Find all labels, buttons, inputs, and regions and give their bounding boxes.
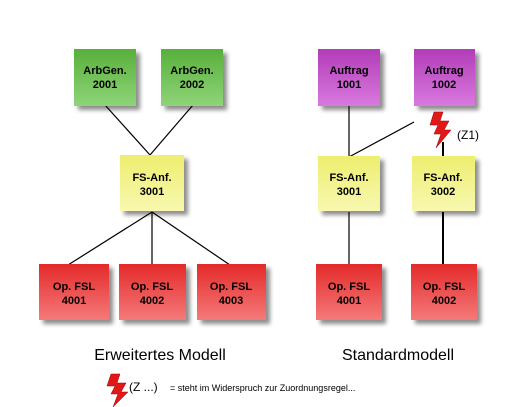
node-opfsl-4001-left: [39, 264, 109, 320]
node-opfsl-4002-left-type: Op. FSL: [131, 281, 173, 293]
node-opfsl-4003-left: [197, 264, 266, 320]
edge-arbgen2002-fsanf3001: [149, 104, 194, 156]
node-fsanf-3002-right: [412, 156, 475, 211]
right-model-connectors: [348, 105, 444, 265]
node-opfsl-4002-left-id: 4002: [140, 295, 164, 307]
lightning-icon: [429, 111, 452, 149]
node-opfsl-4001-left-id: 4001: [62, 295, 86, 307]
edge-arbgen2001-fsanf3001: [104, 104, 151, 156]
node-auftrag-1001-id: 1001: [337, 79, 361, 91]
node-fsanf-3002-right-type: FS-Anf.: [423, 172, 462, 184]
edge-fsanf3001-opfsl4003: [151, 211, 231, 266]
node-auftrag-1002: [414, 49, 475, 106]
node-auftrag-1001: [318, 49, 380, 106]
edge-fsanf3001-opfsl4001: [67, 211, 153, 266]
node-opfsl-4001-left-type: Op. FSL: [53, 281, 95, 293]
node-arbgen-2001-type: ArbGen.: [83, 65, 126, 77]
node-fsanf-3001-left-id: 3001: [140, 186, 164, 198]
left-model-connectors: [67, 104, 231, 266]
node-opfsl-4002-left: [119, 264, 186, 320]
legend-lightning-icon: [106, 373, 129, 407]
node-arbgen-2001: [74, 49, 136, 106]
edge-fsanf3001-auftrag1002: [348, 121, 415, 158]
legend-description: = steht im Widerspruch zur Zuordnungsreg…: [170, 383, 355, 393]
node-arbgen-2002-id: 2002: [180, 79, 204, 91]
node-arbgen-2002-type: ArbGen.: [170, 65, 213, 77]
node-fsanf-3001-right-id: 3001: [337, 186, 361, 198]
node-opfsl-4002-right: [411, 264, 477, 320]
node-opfsl-4003-left-type: Op. FSL: [210, 281, 252, 293]
node-auftrag-1002-id: 1002: [432, 79, 456, 91]
node-fsanf-3002-right-id: 3002: [431, 186, 455, 198]
right-model-caption: Standardmodell: [342, 347, 454, 364]
left-model-caption: Erweitertes Modell: [94, 347, 226, 364]
node-fsanf-3001-right-type: FS-Anf.: [329, 172, 368, 184]
node-opfsl-4002-right-type: Op. FSL: [423, 281, 465, 293]
legend-symbol-label: (Z ...): [129, 380, 158, 394]
node-auftrag-1001-type: Auftrag: [329, 65, 368, 77]
conflict-label-z1: (Z1): [457, 128, 479, 142]
node-arbgen-2001-id: 2001: [93, 79, 117, 91]
node-arbgen-2002: [161, 49, 223, 106]
node-fsanf-3001-right: [318, 156, 380, 211]
node-opfsl-4001-right: [316, 264, 382, 320]
node-opfsl-4003-left-id: 4003: [219, 295, 243, 307]
node-opfsl-4002-right-id: 4002: [432, 295, 456, 307]
node-fsanf-3001-left-type: FS-Anf.: [132, 172, 171, 184]
node-fsanf-3001-left: [120, 155, 184, 211]
node-opfsl-4001-right-type: Op. FSL: [328, 281, 370, 293]
node-opfsl-4001-right-id: 4001: [337, 295, 361, 307]
node-auftrag-1002-type: Auftrag: [424, 65, 463, 77]
